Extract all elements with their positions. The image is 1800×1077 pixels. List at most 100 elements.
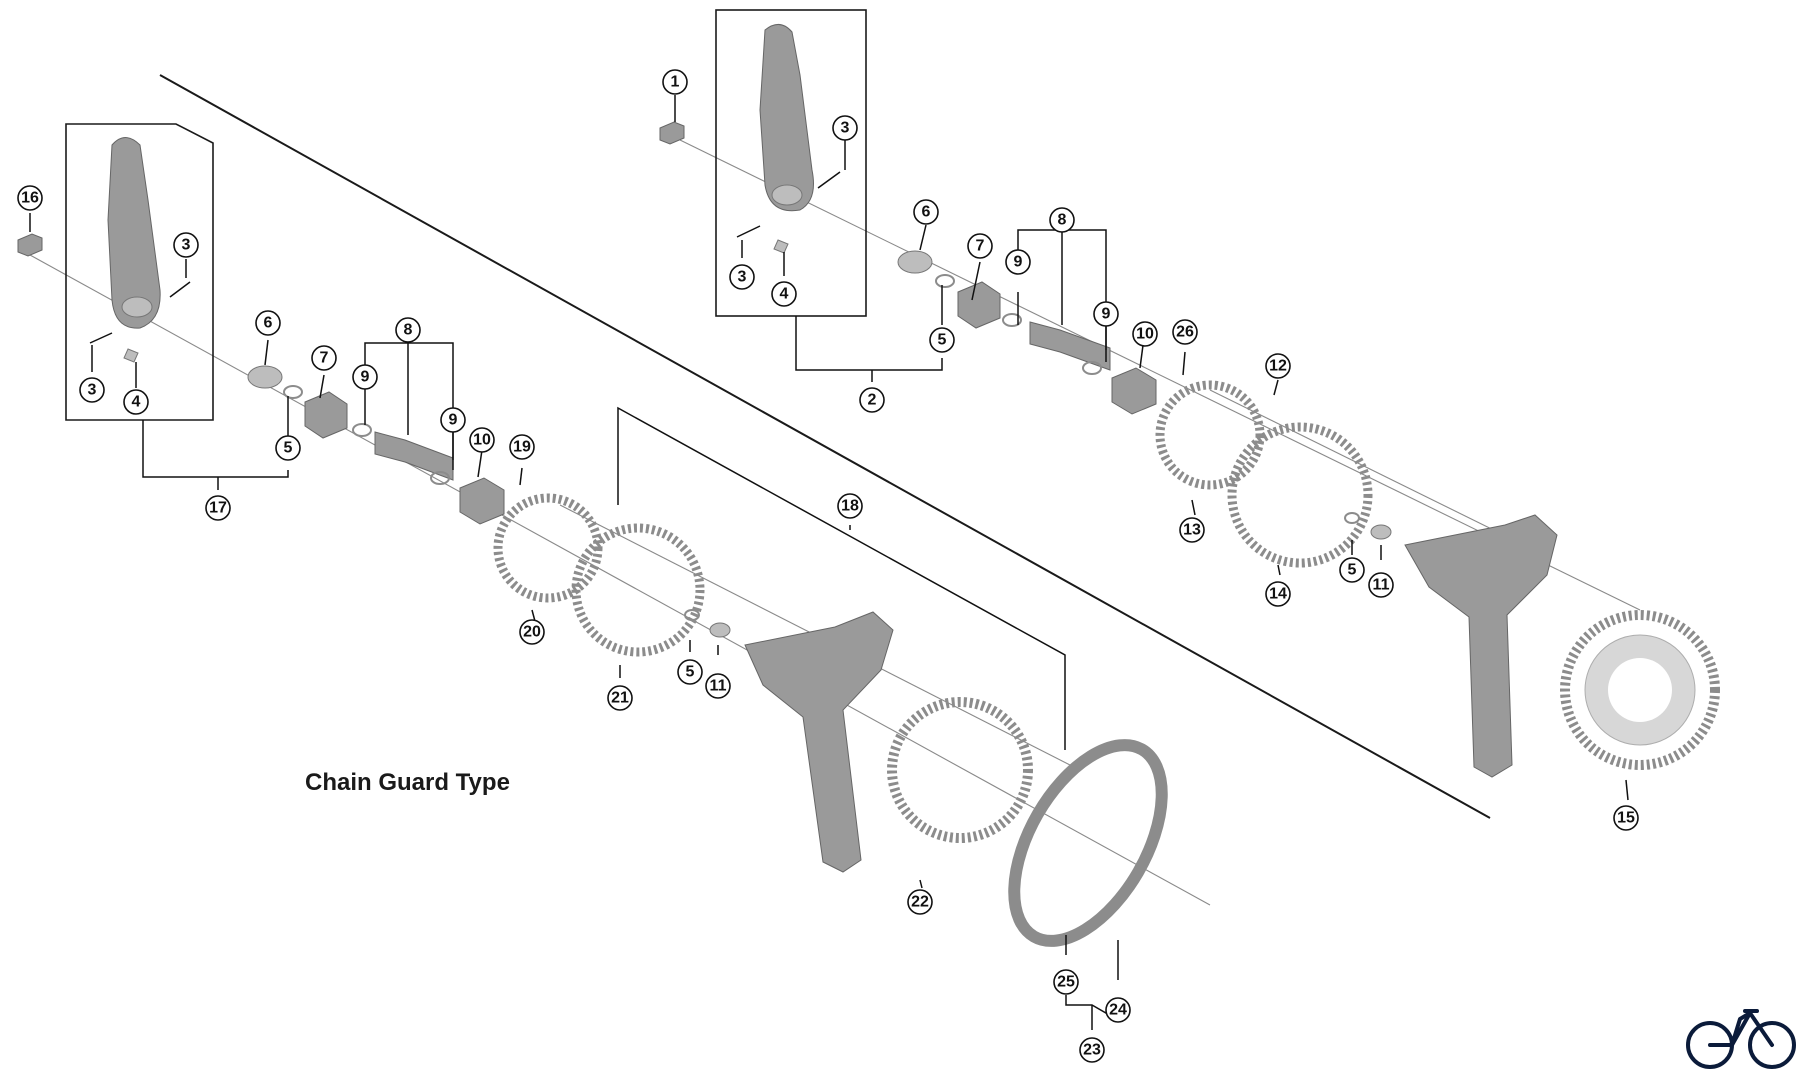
callout: 5	[275, 435, 301, 461]
svg-text:1: 1	[671, 74, 680, 91]
upper-middle-chainring	[1227, 422, 1373, 568]
svg-text:8: 8	[1058, 212, 1067, 229]
leader-lines	[29, 95, 1629, 1030]
svg-text:21: 21	[611, 690, 629, 707]
lower-pin	[123, 348, 139, 363]
svg-text:22: 22	[911, 894, 929, 911]
lower-assembly	[17, 123, 1211, 947]
lower-crank-bore	[121, 296, 153, 318]
upper-thin-washer	[1344, 512, 1360, 524]
svg-text:9: 9	[1102, 306, 1111, 323]
upper-assembly	[659, 9, 1720, 778]
upper-crank-cap	[659, 121, 685, 145]
upper-axis-line-2	[1209, 389, 1531, 549]
callout: 3	[79, 377, 105, 403]
callout: 2	[859, 387, 885, 413]
callout: 3	[832, 115, 858, 141]
upper-right-crank-spider	[1404, 514, 1558, 778]
svg-text:6: 6	[264, 315, 273, 332]
svg-text:20: 20	[523, 624, 541, 641]
svg-text:13: 13	[1183, 522, 1201, 539]
callout: 12	[1265, 353, 1291, 379]
callout: 5	[677, 659, 703, 685]
svg-text:5: 5	[686, 664, 695, 681]
callout: 3	[173, 232, 199, 258]
lower-crank-frame	[65, 123, 214, 421]
callout: 10	[1132, 321, 1158, 347]
callout: 9	[352, 364, 378, 390]
upper-spacer-washer	[897, 250, 933, 274]
callout: 17	[205, 495, 231, 521]
callout: 3	[729, 264, 755, 290]
callout: 11	[1368, 572, 1394, 598]
chain-guard-ring	[1008, 739, 1168, 947]
callout: 14	[1265, 581, 1291, 607]
svg-text:9: 9	[449, 412, 458, 429]
callouts-lower: 16 3 3 4 17 6 7 9 8 9 5 10 19 20 21 18 5…	[17, 185, 1131, 1063]
svg-text:12: 12	[1269, 358, 1287, 375]
svg-text:5: 5	[938, 332, 947, 349]
callout: 18	[837, 493, 863, 519]
svg-text:3: 3	[841, 120, 850, 137]
upper-seal-ring-right	[1082, 361, 1102, 375]
callout: 16	[17, 185, 43, 211]
upper-large-chainring-hole	[1608, 658, 1672, 722]
lower-middle-chainring	[571, 523, 705, 657]
svg-text:4: 4	[780, 286, 789, 303]
lower-left-crank-arm	[107, 137, 161, 329]
callout: 4	[123, 389, 149, 415]
svg-text:18: 18	[841, 498, 859, 515]
lower-spacer-washer	[247, 365, 283, 389]
svg-text:16: 16	[21, 190, 39, 207]
upper-bolt-bottom	[736, 225, 761, 238]
callout: 4	[771, 281, 797, 307]
upper-bolt-top	[817, 171, 841, 189]
lower-nut	[709, 622, 731, 638]
upper-thin-spacer	[935, 274, 955, 288]
lower-bolt-top	[169, 281, 191, 298]
upper-left-cup	[957, 281, 1001, 329]
lower-right-cup	[459, 477, 505, 525]
callout: 20	[519, 619, 545, 645]
svg-text:7: 7	[976, 238, 985, 255]
upper-large-chainring	[1560, 610, 1720, 770]
svg-text:9: 9	[361, 369, 370, 386]
callout: 5	[929, 327, 955, 353]
svg-text:15: 15	[1617, 810, 1635, 827]
lower-axis-line	[29, 254, 1211, 906]
svg-text:2: 2	[868, 392, 877, 409]
svg-text:11: 11	[710, 678, 727, 695]
svg-text:25: 25	[1057, 974, 1075, 991]
callout: 24	[1105, 997, 1131, 1023]
lower-large-chainring	[887, 697, 1033, 843]
callout: 7	[967, 233, 993, 259]
callout: 25	[1053, 969, 1079, 995]
callout: 9	[1005, 249, 1031, 275]
callout: 8	[1049, 207, 1075, 233]
callout: 26	[1172, 319, 1198, 345]
svg-text:17: 17	[209, 500, 227, 517]
callout: 21	[607, 685, 633, 711]
svg-text:9: 9	[1014, 254, 1023, 271]
callout: 7	[311, 345, 337, 371]
svg-text:10: 10	[473, 432, 491, 449]
upper-right-cup	[1111, 367, 1157, 415]
svg-text:8: 8	[404, 322, 413, 339]
svg-text:5: 5	[284, 440, 293, 457]
bicycle-icon	[1686, 1009, 1796, 1069]
lower-thin-washer	[684, 609, 700, 621]
upper-pin	[773, 239, 789, 254]
svg-text:5: 5	[1348, 562, 1357, 579]
callout: 13	[1179, 517, 1205, 543]
svg-text:10: 10	[1136, 326, 1154, 343]
svg-text:14: 14	[1269, 586, 1287, 603]
callout: 10	[469, 427, 495, 453]
svg-text:3: 3	[738, 269, 747, 286]
callout: 6	[913, 199, 939, 225]
upper-bb-sleeve	[1029, 321, 1111, 371]
callout: 6	[255, 310, 281, 336]
callout: 15	[1613, 805, 1639, 831]
lower-bolt-bottom	[89, 332, 113, 344]
callout: 8	[395, 317, 421, 343]
